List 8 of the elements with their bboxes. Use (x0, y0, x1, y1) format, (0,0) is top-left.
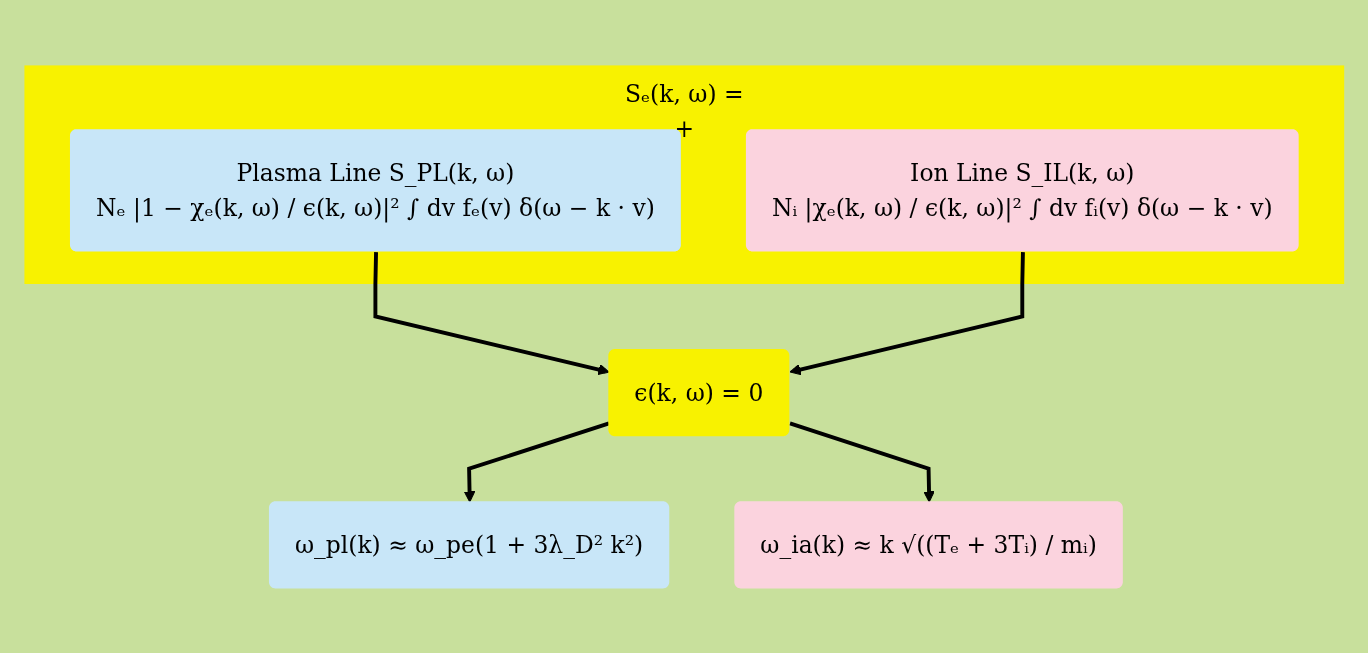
arrow (373, 251, 610, 375)
node-box: ω_pl(k) ≈ ω_pe(1 + 3λ_D² k²) (268, 500, 669, 588)
node-box: ω_ia(k) ≈ k √((Tₑ + 3Tᵢ) / mᵢ) (734, 500, 1123, 588)
arrow (789, 421, 935, 502)
arrow (463, 421, 610, 502)
node-box: ϵ(k, ω) = 0 (608, 348, 790, 436)
arrow (789, 251, 1025, 375)
node-box: Ion Line S_IL(k, ω) Nᵢ |χₑ(k, ω) / ϵ(k, ω)|² ∫ dv fᵢ(v) δ(ω − k · v) (745, 128, 1299, 252)
